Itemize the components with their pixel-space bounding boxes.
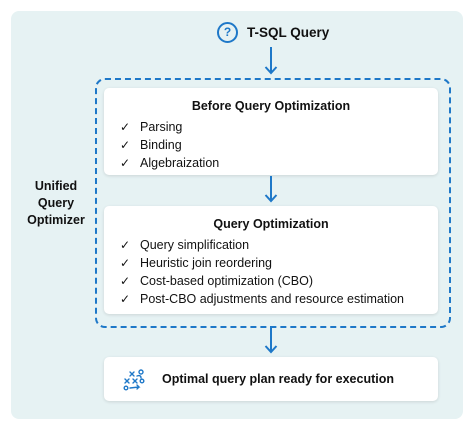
- check-icon: ✓: [120, 138, 131, 152]
- output-node-card: Optimal query plan ready for execution: [104, 357, 438, 401]
- checklist-item: ✓ Algebraization: [120, 154, 438, 172]
- check-icon: ✓: [120, 256, 131, 270]
- arrow-input-to-optimizer: [264, 47, 278, 75]
- checklist-item: ✓ Cost-based optimization (CBO): [120, 272, 438, 290]
- query-plan-icon: [123, 369, 145, 391]
- optimizer-label: Unified Query Optimizer: [27, 179, 85, 227]
- checklist-item: ✓ Query simplification: [120, 236, 438, 254]
- output-node-label: Optimal query plan ready for execution: [162, 372, 395, 386]
- checklist-item-label: Query simplification: [140, 238, 250, 252]
- stage-query-optimization-card: Query Optimization ✓ Query simplificatio…: [104, 206, 438, 314]
- checklist-item-label: Post-CBO adjustments and resource estima…: [140, 292, 405, 306]
- arrow-stage1-to-stage2: [264, 176, 278, 203]
- stage-title: Query Optimization: [213, 217, 329, 231]
- checklist-item: ✓ Binding: [120, 136, 438, 154]
- input-node-label: T-SQL Query: [247, 24, 330, 40]
- checklist-item-label: Cost-based optimization (CBO): [140, 274, 313, 288]
- stage-before-optimization-card: Before Query Optimization ✓ Parsing ✓ Bi…: [104, 88, 438, 175]
- input-node: ? T-SQL Query: [217, 21, 329, 43]
- checklist-item: ✓ Parsing: [120, 118, 438, 136]
- checklist-item: ✓ Heuristic join reordering: [120, 254, 438, 272]
- checklist-item-label: Parsing: [140, 120, 183, 134]
- check-icon: ✓: [120, 292, 131, 306]
- check-icon: ✓: [120, 120, 131, 134]
- stage-checklist: ✓ Query simplification ✓ Heuristic join …: [104, 236, 438, 308]
- checklist-item-label: Heuristic join reordering: [140, 256, 273, 270]
- checklist-item-label: Binding: [140, 138, 182, 152]
- stage-title: Before Query Optimization: [191, 99, 351, 113]
- checklist-item-label: Algebraization: [140, 156, 220, 170]
- question-circle-icon: ?: [217, 21, 238, 43]
- check-icon: ✓: [120, 274, 131, 288]
- check-icon: ✓: [120, 238, 131, 252]
- check-icon: ✓: [120, 156, 131, 170]
- unified-optimizer-frame: [95, 78, 451, 328]
- arrow-optimizer-to-output: [264, 326, 278, 354]
- stage-checklist: ✓ Parsing ✓ Binding ✓ Algebraization: [104, 118, 438, 172]
- checklist-item: ✓ Post-CBO adjustments and resource esti…: [120, 290, 438, 308]
